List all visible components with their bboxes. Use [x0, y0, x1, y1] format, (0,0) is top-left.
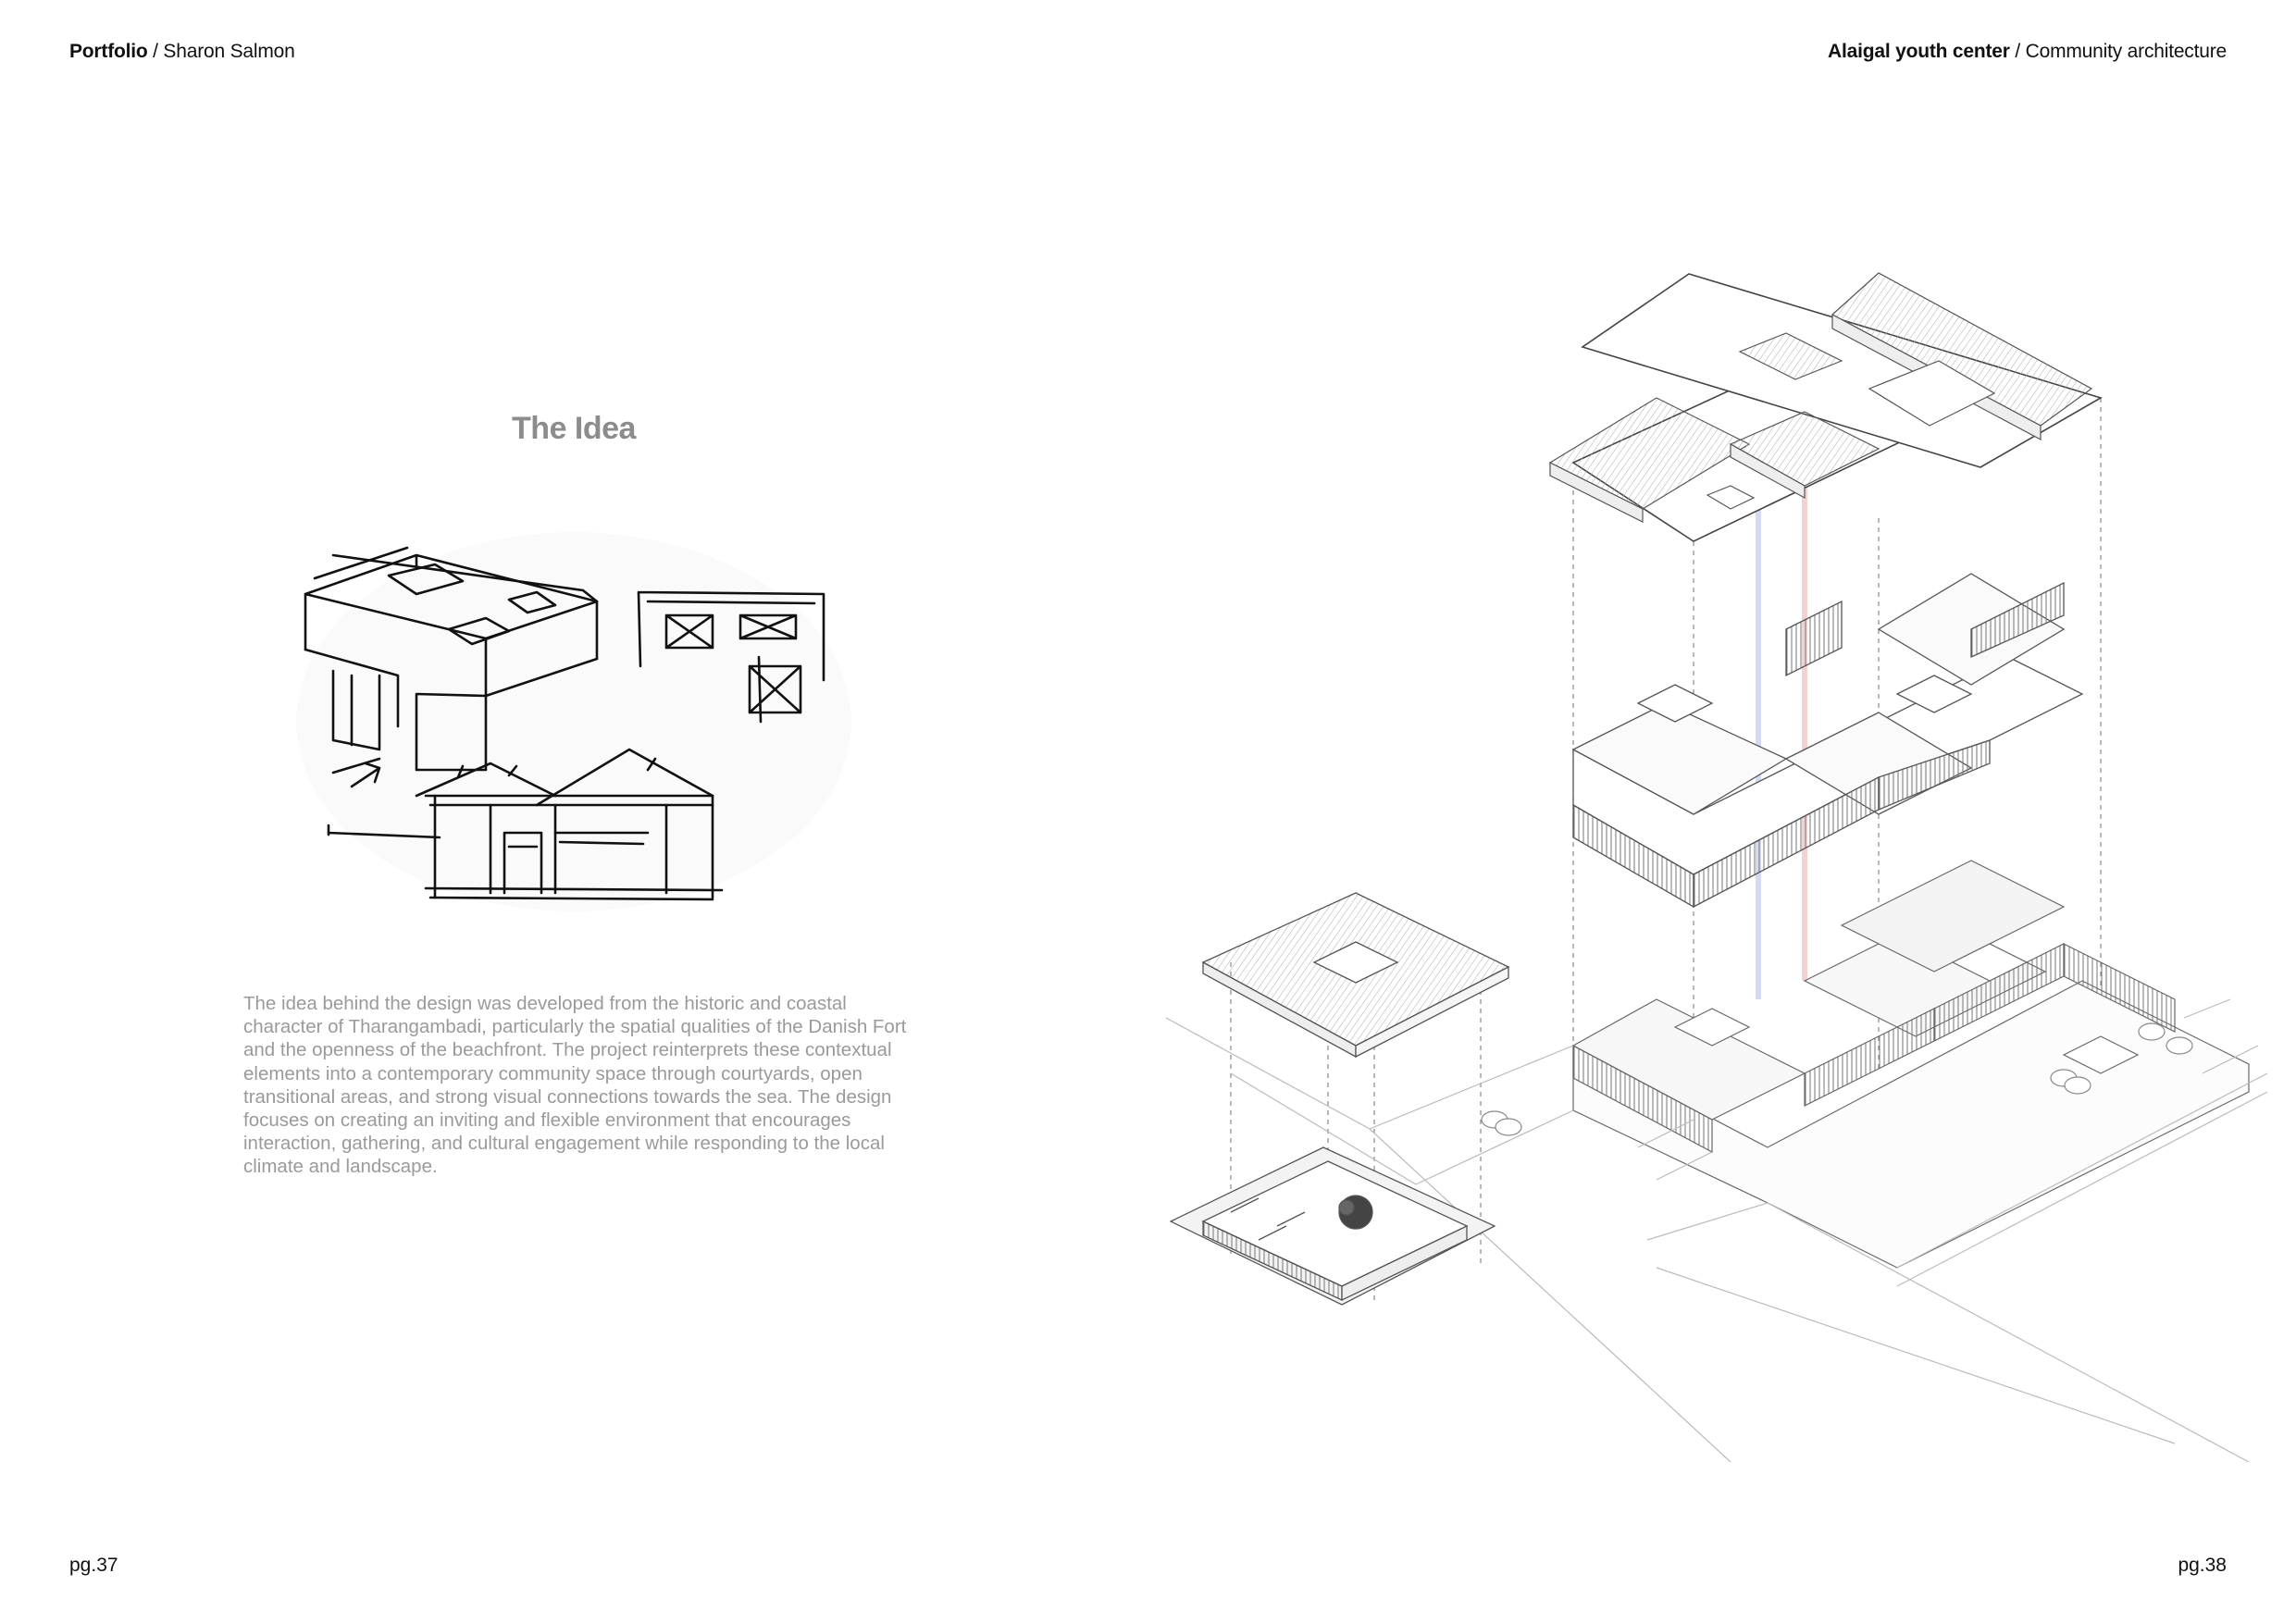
concept-sketch-image: [296, 532, 851, 911]
header-right: Alaigal youth center / Community archite…: [1828, 41, 2227, 63]
portfolio-label: Portfolio: [69, 41, 148, 62]
header-left: Portfolio / Sharon Salmon: [69, 41, 295, 63]
author-label: / Sharon Salmon: [147, 41, 295, 62]
project-category: / Community architecture: [2009, 41, 2227, 62]
idea-heading: The Idea: [512, 411, 636, 446]
page-number-left: pg.37: [69, 1555, 118, 1576]
page-number-right: pg.38: [2178, 1555, 2227, 1576]
idea-description: The idea behind the design was developed…: [243, 993, 907, 1178]
project-title: Alaigal youth center: [1828, 41, 2010, 62]
exploded-axonometric-drawing: [1165, 272, 2267, 1462]
